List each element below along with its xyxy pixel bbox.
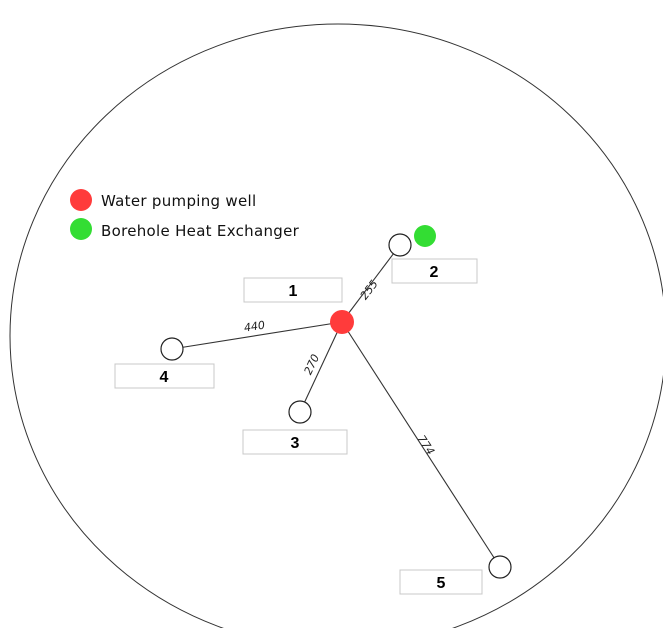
distance-label-4: 440	[243, 318, 266, 334]
pumping-well-marker	[330, 310, 354, 334]
legend-pumping-well-label: Water pumping well	[101, 192, 256, 210]
node-label-box-2	[391, 258, 478, 284]
node-label-box-1	[243, 277, 343, 303]
node-label-text-5: 5	[437, 575, 446, 592]
distance-label-2: 255	[358, 278, 381, 303]
pumping-well-legend-icon	[70, 189, 92, 211]
node-label-4: 4	[114, 363, 215, 389]
legend-bhe-label: Borehole Heat Exchanger	[101, 222, 300, 240]
node-label-box-5	[399, 569, 483, 595]
node-label-text-4: 4	[160, 369, 169, 386]
node-label-box-4	[114, 363, 215, 389]
connection-line-2	[341, 244, 401, 323]
well-circle-3	[288, 400, 312, 424]
bhe-legend-icon	[70, 218, 92, 240]
node-label-text-2: 2	[430, 264, 439, 281]
bhe-marker	[414, 225, 436, 247]
node-label-3: 3	[242, 429, 348, 455]
node-label-1: 1	[243, 277, 343, 303]
legend: Water pumping well Borehole Heat Exchang…	[70, 189, 300, 240]
node-label-2: 2	[391, 258, 478, 284]
connection-line-4	[171, 321, 343, 350]
distance-label-3: 270	[301, 352, 322, 377]
well-circle-2	[388, 233, 412, 257]
node-label-text-3: 3	[291, 435, 300, 452]
connection-line-5	[341, 321, 501, 568]
connection-line-3	[299, 321, 343, 413]
site-boundary-circle	[9, 23, 663, 628]
well-circle-4	[160, 337, 184, 361]
node-label-text-1: 1	[289, 283, 298, 300]
node-label-5: 5	[399, 569, 483, 595]
well-circle-5	[488, 555, 512, 579]
node-label-box-3	[242, 429, 348, 455]
distance-label-5: 774	[415, 433, 437, 458]
